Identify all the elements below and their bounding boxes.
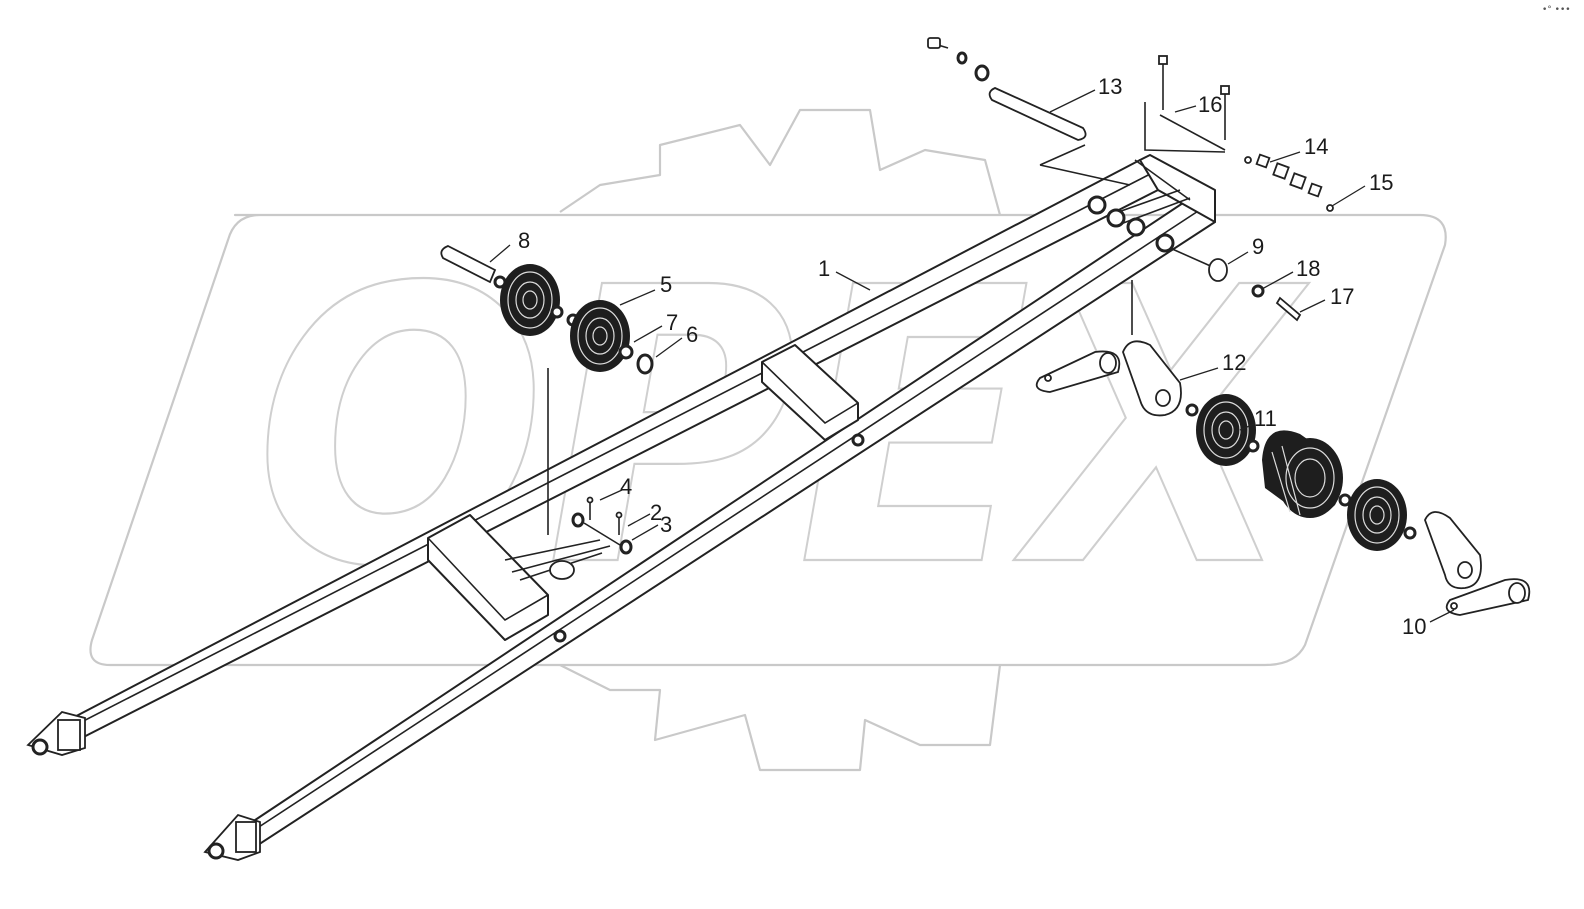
part-11-multi-groove-pulley [1262, 430, 1343, 518]
rear-bushing-4 [1155, 233, 1175, 253]
leader-2 [627, 513, 651, 527]
part-10-arm-lower [1445, 578, 1531, 616]
leader-1 [835, 271, 871, 291]
leader-4 [599, 489, 623, 501]
leader-11 [1239, 423, 1255, 431]
frame-cross-member-middle-edge [761, 361, 859, 425]
opex-watermark: OPEX [89, 108, 1447, 772]
leader-12 [1179, 367, 1219, 381]
leader-lines [489, 89, 1455, 623]
leader-18 [1261, 271, 1294, 290]
callout-2: 2 [650, 500, 662, 525]
corner-mark: •° ••• [1542, 5, 1571, 15]
callout-1: 1 [818, 256, 830, 281]
callout-9: 9 [1252, 234, 1264, 259]
main-frame [26, 154, 1216, 861]
part-6-ring [636, 353, 654, 375]
leader-17 [1299, 299, 1326, 313]
pulley-upper [500, 264, 560, 336]
watermark-gear-outline [89, 213, 1447, 667]
watermark-text: OPEX [255, 207, 1309, 650]
small-fasteners-2-3-4 [571, 496, 633, 555]
part-8-axle [440, 245, 497, 284]
frame-cross-member-front-edge [427, 537, 549, 622]
frame-rear-end [1139, 154, 1216, 223]
callout-3: 3 [660, 512, 672, 537]
frame-right-tip [203, 813, 261, 861]
callout-numbers: 1 2 3 4 5 6 7 8 9 10 11 12 13 14 15 16 1… [518, 74, 1426, 639]
watermark-gear-teeth [559, 108, 1002, 772]
frame-cross-member-front [427, 514, 549, 641]
leader-15 [1331, 185, 1366, 207]
front-lever-eye [549, 560, 575, 580]
part-16-bolt-plate [1144, 55, 1230, 153]
leader-16 [1174, 105, 1197, 113]
frame-right-rail-edge [235, 199, 1216, 843]
leader-14 [1269, 151, 1301, 163]
callout-16: 16 [1198, 92, 1222, 117]
callout-14: 14 [1304, 134, 1328, 159]
leader-9 [1227, 251, 1249, 265]
rear-bushing-3 [1126, 217, 1146, 237]
callout-4: 4 [620, 474, 632, 499]
frame-boss-2 [553, 629, 567, 643]
leader-13 [1049, 89, 1096, 113]
callout-15: 15 [1369, 170, 1393, 195]
frame-boss-1 [851, 433, 865, 447]
part-14-15-fitting [1244, 153, 1334, 212]
part-13-pin-assembly [927, 37, 1131, 186]
pulley-stack-front [440, 245, 654, 535]
leader-7 [633, 325, 663, 343]
leader-3 [631, 524, 659, 541]
frame-cross-member-middle [761, 344, 859, 441]
callout-13: 13 [1098, 74, 1122, 99]
pulley-rear-3 [1347, 479, 1407, 551]
part-10-arm-upper [1424, 511, 1482, 590]
pulley-rear-1 [1196, 394, 1256, 466]
part-12-arm-lower [1035, 350, 1121, 393]
callout-5: 5 [660, 272, 672, 297]
frame-left-tip [26, 711, 86, 756]
leader-5 [619, 289, 656, 306]
part-5-pulley [570, 300, 630, 372]
leader-8 [489, 244, 511, 263]
leader-10 [1429, 609, 1455, 623]
callout-18: 18 [1296, 256, 1320, 281]
rear-bushing-2 [1106, 208, 1126, 228]
callout-17: 17 [1330, 284, 1354, 309]
callout-7: 7 [666, 310, 678, 335]
leader-6 [655, 337, 683, 358]
callout-6: 6 [686, 322, 698, 347]
callout-12: 12 [1222, 350, 1246, 375]
part-7-washer [618, 344, 634, 360]
pulley-stack-rear [1035, 280, 1531, 616]
frame-left-rail-edge [61, 169, 1159, 733]
rear-bushing-1 [1087, 195, 1107, 215]
callout-11: 11 [1254, 406, 1277, 431]
part-9-18-17-fasteners [1169, 247, 1302, 322]
callout-10: 10 [1402, 614, 1426, 639]
callout-8: 8 [518, 228, 530, 253]
